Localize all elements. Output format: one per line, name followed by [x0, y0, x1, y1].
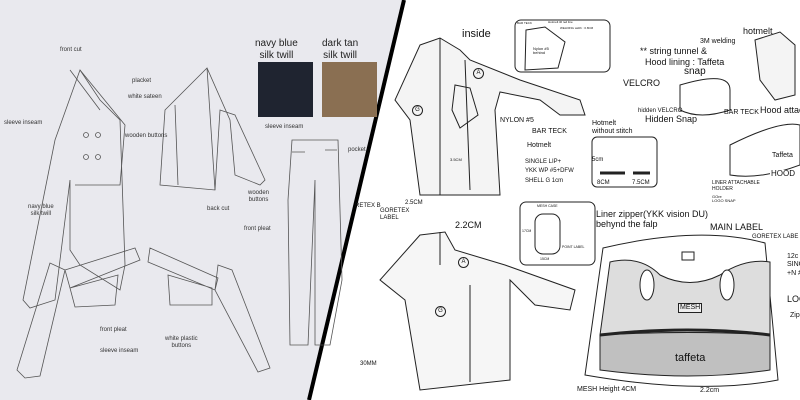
- label-line: HOLDER: [712, 185, 733, 192]
- label-hood-attach: Hood attac: [760, 105, 800, 115]
- label-line: GOre: [712, 194, 722, 199]
- label-string-tunnel: ** string tunnel &: [640, 46, 708, 56]
- label-2-5cm: 2.5CM: [405, 200, 423, 206]
- label-point-label: POINT LABEL: [562, 245, 585, 249]
- label-8cm: 8CM: [597, 180, 610, 186]
- label-front-pleat-pants: front pleat: [244, 226, 271, 232]
- label-hotmelt-top: hotmelt: [743, 26, 773, 36]
- label-line: +N #: [787, 269, 800, 277]
- label-line: navy blue: [28, 204, 54, 210]
- label-line: LINER ATTACHABLE: [712, 180, 760, 186]
- label-line: GORETEX: [380, 208, 410, 214]
- label-30mm: 30MM: [360, 361, 377, 367]
- label-nylon-5: NYLON #5: [500, 117, 534, 124]
- label-line: without stitch: [592, 127, 633, 135]
- label-taffeta-hood: Taffeta: [772, 152, 793, 159]
- diagonal-divider: [307, 0, 406, 400]
- label-goretex-label-right: GORETEX LABE: [752, 234, 799, 240]
- swatch-dark-tan: [322, 62, 377, 117]
- label-taffeta: taffeta: [675, 352, 706, 364]
- label-detail-welding: WELDING width : 0.8CM: [560, 26, 594, 30]
- label-ykk: YKK WP #5+DFW: [525, 168, 574, 174]
- label-logo: LOG: [787, 294, 800, 304]
- label-line: behynd the falp: [596, 218, 658, 229]
- label-front-cut: front cut: [60, 47, 82, 53]
- label-2-2cm: 2.2CM: [455, 220, 482, 230]
- left-garment-sketches: [16, 67, 343, 379]
- label-line: LABEL: [380, 214, 399, 221]
- label-7-5cm: 7.5CM: [632, 180, 650, 186]
- label-2-2cm-bottom: 2.2cm: [700, 387, 720, 394]
- label-line: 12c: [787, 253, 799, 260]
- label-zip: Zip: [790, 312, 800, 319]
- badge-a-2: A: [458, 257, 469, 268]
- label-placket: placket: [132, 78, 152, 84]
- label-shell: SHELL G 1cm: [525, 178, 564, 184]
- label-snap: snap: [684, 66, 706, 77]
- label-17cm: 17CM: [522, 229, 532, 233]
- label-sleeve-inseam-back: sleeve inseam: [265, 124, 304, 130]
- label-line: LOGO SNAP: [712, 198, 736, 204]
- label-5cm: 5cm: [592, 157, 604, 163]
- label-line: SINC: [787, 261, 800, 269]
- label-mesh: MESH: [678, 303, 703, 313]
- label-hidden-velcro: hidden VELCRO: [638, 108, 683, 114]
- label-line: wooden: [248, 190, 270, 196]
- swatch-navy-blue: [258, 62, 313, 117]
- swatch-label-line: navy blue: [255, 38, 298, 49]
- label-mesh-case: MESH CASE: [537, 204, 558, 208]
- label-detail-nylon: Nylon #5 behind: [533, 46, 549, 56]
- badge-a: A: [473, 68, 484, 79]
- swatch-label-line: dark tan: [322, 38, 359, 49]
- label-goretex-b: RETEX B: [355, 203, 381, 209]
- label-hood: HOOD: [770, 169, 796, 179]
- label-sleeve-inseam-bottom: sleeve inseam: [100, 348, 139, 354]
- label-front-pleat: front pleat: [100, 327, 127, 333]
- label-white-sateen: white sateen: [128, 94, 162, 100]
- label-main-label: MAIN LABEL: [710, 222, 764, 232]
- label-hotmelt: Hotmelt: [527, 142, 552, 149]
- label-mesh-height: MESH Height 4CM: [577, 386, 637, 393]
- label-pocket: pocket: [348, 147, 366, 153]
- label-12cm: 12cSINC+N #: [787, 253, 800, 278]
- label-line: white plastic: [165, 336, 198, 342]
- label-line: buttons: [171, 342, 192, 349]
- label-3-5cm: 3.5CM: [450, 157, 462, 162]
- label-line: silk twill: [30, 210, 52, 217]
- label-detail-bar-teck: BAR TECK: [517, 21, 532, 25]
- label-sleeve-inseam: sleeve inseam: [4, 120, 43, 126]
- label-wooden-buttons: wooden buttons: [125, 133, 168, 139]
- label-bar-teck: BAR TECK: [532, 128, 567, 135]
- label-single-lip: SINGLE LIP+: [525, 159, 562, 165]
- label-15cm: 15CM: [540, 257, 550, 261]
- label-3m-welding: 3M welding: [700, 38, 736, 45]
- badge-g: G: [412, 105, 423, 116]
- label-velcro: VELCRO: [623, 78, 661, 88]
- label-hidden-snap: Hidden Snap: [645, 114, 698, 124]
- swatch-label-line: silk twill: [323, 49, 358, 61]
- label-hood-lining: Hood lining : Taffeta: [645, 57, 725, 67]
- label-bar-teck-hood: BAR TECK: [724, 109, 759, 116]
- label-liner-zipper: Liner zipper(YKK vision DU)behynd the fa…: [596, 209, 709, 230]
- right-garment-sketches: [379, 19, 800, 391]
- swatch-label-line: silk twill: [259, 49, 294, 61]
- label-line: Liner zipper(YKK vision DU): [596, 209, 709, 219]
- label-back-cut: back cut: [207, 206, 230, 212]
- label-inside: inside: [462, 28, 491, 40]
- label-detail-hotmelt: Hotmelt till red line: [548, 20, 573, 24]
- badge-g-2: G: [435, 306, 446, 317]
- label-line: Hotmelt: [592, 120, 617, 127]
- label-line: buttons: [248, 196, 269, 203]
